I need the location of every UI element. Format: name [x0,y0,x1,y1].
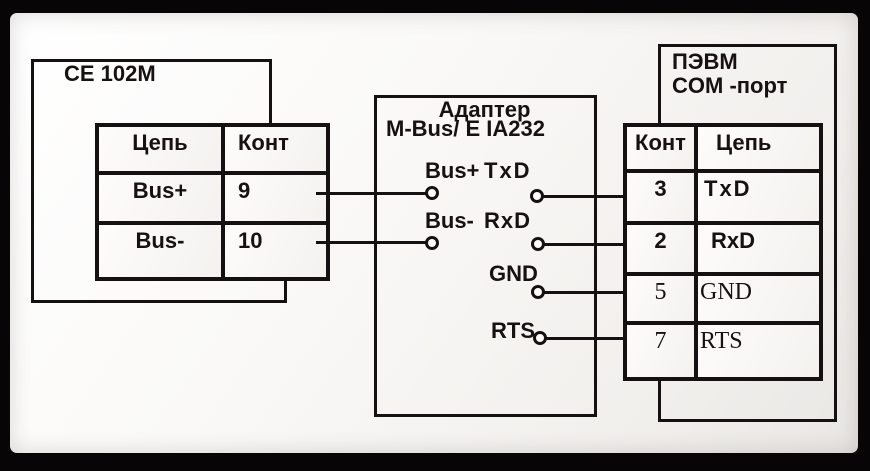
pc-box-top-line [658,44,837,47]
wire-rts [546,337,628,340]
pc-table: Конт Цепь 3 TxD 2 RxD 5 GND 7 RTS [623,123,823,381]
ce-table-cell-busplus: Bus+ [99,175,221,221]
wire-busplus [316,192,426,195]
ce-table-cell-pin9: 9 [225,175,326,221]
adapter-pin-label-txd: TxD [484,158,532,183]
pc-table-header-circuit: Цепь [698,127,819,169]
ce-box-left-line [31,59,34,303]
ce-table: Цепь Конт Bus+ 9 Bus- 10 [95,123,330,281]
pc-table-cell-gnd: GND [698,276,819,321]
pc-box-left-lower-line [658,369,661,422]
ce-title: CE 102M [64,61,156,86]
wire-txd [543,195,628,198]
ce-box-bottom-line [31,300,287,303]
wire-busminus [316,241,426,244]
pc-table-header-contact: Конт [627,127,694,169]
adapter-box [374,95,597,417]
ce-box-right-lower-line [284,268,287,303]
pc-box-left-upper-line [658,44,661,127]
pc-table-cell-pin5: 5 [627,276,694,321]
ce-table-cell-pin10: 10 [225,225,326,277]
terminal-rts-icon [533,331,547,345]
pc-title: ПЭВМ [672,49,738,74]
terminal-busminus-icon [425,236,439,250]
adapter-pin-label-rts: RTS [491,318,535,343]
adapter-pin-label-busminus: Bus- [425,208,474,233]
ce-table-header-circuit: Цепь [99,127,221,171]
ce-box-right-upper-line [269,59,272,127]
terminal-busplus-icon [425,186,439,200]
terminal-rxd-icon [531,237,545,251]
adapter-subtitle: M-Bus/ E IA232 [386,116,545,141]
pc-table-cell-rxd: RxD [698,225,819,272]
ce-box-top-line [31,59,272,62]
terminal-txd-icon [530,189,544,203]
wire-rxd [544,243,628,246]
adapter-pin-label-rxd: RxD [484,208,532,233]
pc-table-cell-txd: TxD [698,173,819,221]
pc-subtitle: COM -порт [672,73,788,98]
pc-box-right-line [834,44,837,422]
pc-table-cell-pin2: 2 [627,225,694,272]
adapter-pin-label-busplus: Bus+ [425,158,480,183]
pc-table-cell-pin7: 7 [627,325,694,377]
wire-gnd [544,291,628,294]
pc-table-cell-pin3: 3 [627,173,694,221]
ce-table-cell-busminus: Bus- [99,225,221,277]
pc-box-bottom-line [658,419,837,422]
adapter-pin-label-gnd: GND [489,261,538,286]
terminal-gnd-icon [531,285,545,299]
ce-table-header-contact: Конт [225,127,326,171]
adapter-title: Адаптер [438,97,531,122]
pc-table-cell-rts: RTS [698,325,819,377]
